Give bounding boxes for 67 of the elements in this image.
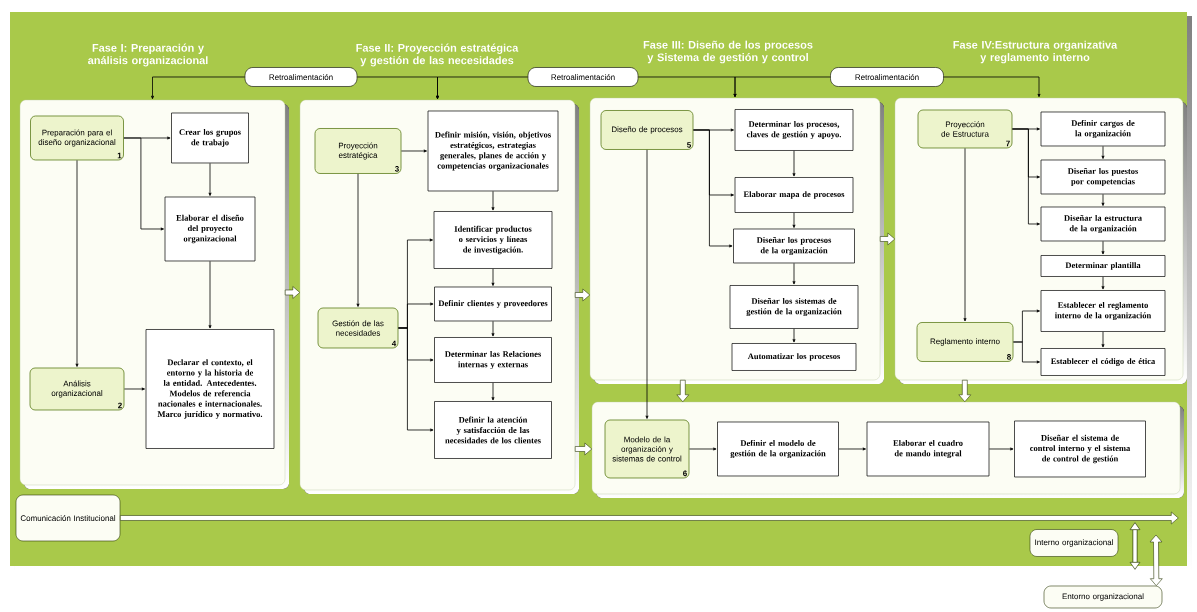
process-box: Determinar plantilla [1040, 255, 1166, 277]
process-box: Crear los grupos de trabajo [171, 112, 249, 164]
process-box: Diseñar la estructura de la organización [1040, 206, 1166, 242]
process-box: Diseñar los procesos de la organización [733, 228, 855, 264]
arrow [151, 76, 246, 100]
phase-heading: Fase I: Preparación y análisis organizacional [88, 43, 208, 67]
phase-heading: Fase III: Diseño de los procesos y Sistema de gestión y control [643, 40, 813, 64]
arrow [838, 447, 866, 451]
arrow [284, 286, 301, 299]
arrow [1013, 341, 1040, 364]
arrow [676, 379, 690, 403]
arrow [491, 320, 495, 337]
process-box: Establecer el reglamento interno de la organización [1040, 290, 1166, 332]
process-box: Elaborar el cuadro de mando integral [866, 421, 990, 477]
process-box: Definir cargos de la organización [1040, 111, 1166, 147]
process-box: Definir el modelo de gestión de la organización [717, 421, 839, 477]
arrow [1149, 534, 1163, 586]
arrow [733, 76, 831, 98]
process-box: Identificar productos o servicios y líneas de investigación. [433, 211, 553, 269]
process-box: Definir clientes y proveedores [434, 286, 552, 322]
process-box: Determinar las Relaciones internas y externas [434, 337, 552, 383]
arrow [401, 149, 427, 153]
process-box: Diseñar los sistemas de gestión de la organización [729, 285, 859, 329]
arrow [1101, 331, 1105, 348]
arrow [123, 137, 164, 231]
process-box: Diseñar el sistema de control interno y el sistema de control de gestión [1014, 420, 1146, 478]
process-box: Definir la atención y satisfacción de las necesidades de los clientes [434, 401, 552, 459]
process-box: Automatizar los procesos [731, 343, 857, 371]
arrow [943, 76, 1041, 98]
arrow [792, 150, 796, 177]
arrow [208, 162, 212, 196]
arrow [958, 379, 972, 403]
arrow [879, 232, 896, 246]
arrow [120, 511, 1179, 525]
arrow [1101, 240, 1105, 255]
phase-heading: Fase IV:Estructura organizativa y reglamento interno [953, 40, 1118, 64]
process-box: Determinar los procesos, claves de gestión y apoyo. [734, 109, 854, 151]
arrow [356, 173, 360, 307]
arrow [75, 160, 79, 367]
phase-heading: Fase II: Proyección estratégica y gestión de las necesidades [356, 43, 519, 67]
arrow [1101, 145, 1105, 159]
arrow [574, 442, 593, 456]
arrow [208, 260, 212, 329]
arrow [491, 382, 495, 401]
arrow [1101, 193, 1105, 206]
arrow [963, 148, 967, 322]
process-box: Diseñar los puestos por competencias [1040, 159, 1166, 195]
arrow [574, 288, 591, 302]
arrow [398, 327, 434, 432]
arrow [645, 149, 649, 419]
process-box: Elaborar el diseño del proyecto organizacional [164, 196, 256, 262]
arrow [988, 447, 1014, 451]
arrow [1101, 276, 1105, 290]
arrow [689, 447, 717, 451]
arrow [1012, 128, 1040, 226]
process-box: Elaborar mapa de procesos [734, 177, 854, 213]
arrow [693, 129, 733, 248]
arrow [124, 387, 145, 391]
arrow [792, 328, 796, 343]
process-box: Declarar el contexto, el entorno y la historia de la entidad. Antecedentes. Modelos de referencia nacionales e internacionales. Marco jurídico y normativo. [145, 329, 275, 449]
process-box: Establecer el código de ética [1040, 348, 1166, 376]
arrow [792, 212, 796, 228]
process-box: Definir misión, visión, objetivos estratégicos, estrategias generales, planes de acción y competencias organizacionales [427, 110, 559, 192]
arrow [491, 268, 495, 286]
arrow [792, 262, 796, 285]
arrow [436, 76, 529, 100]
arrow [491, 190, 495, 211]
